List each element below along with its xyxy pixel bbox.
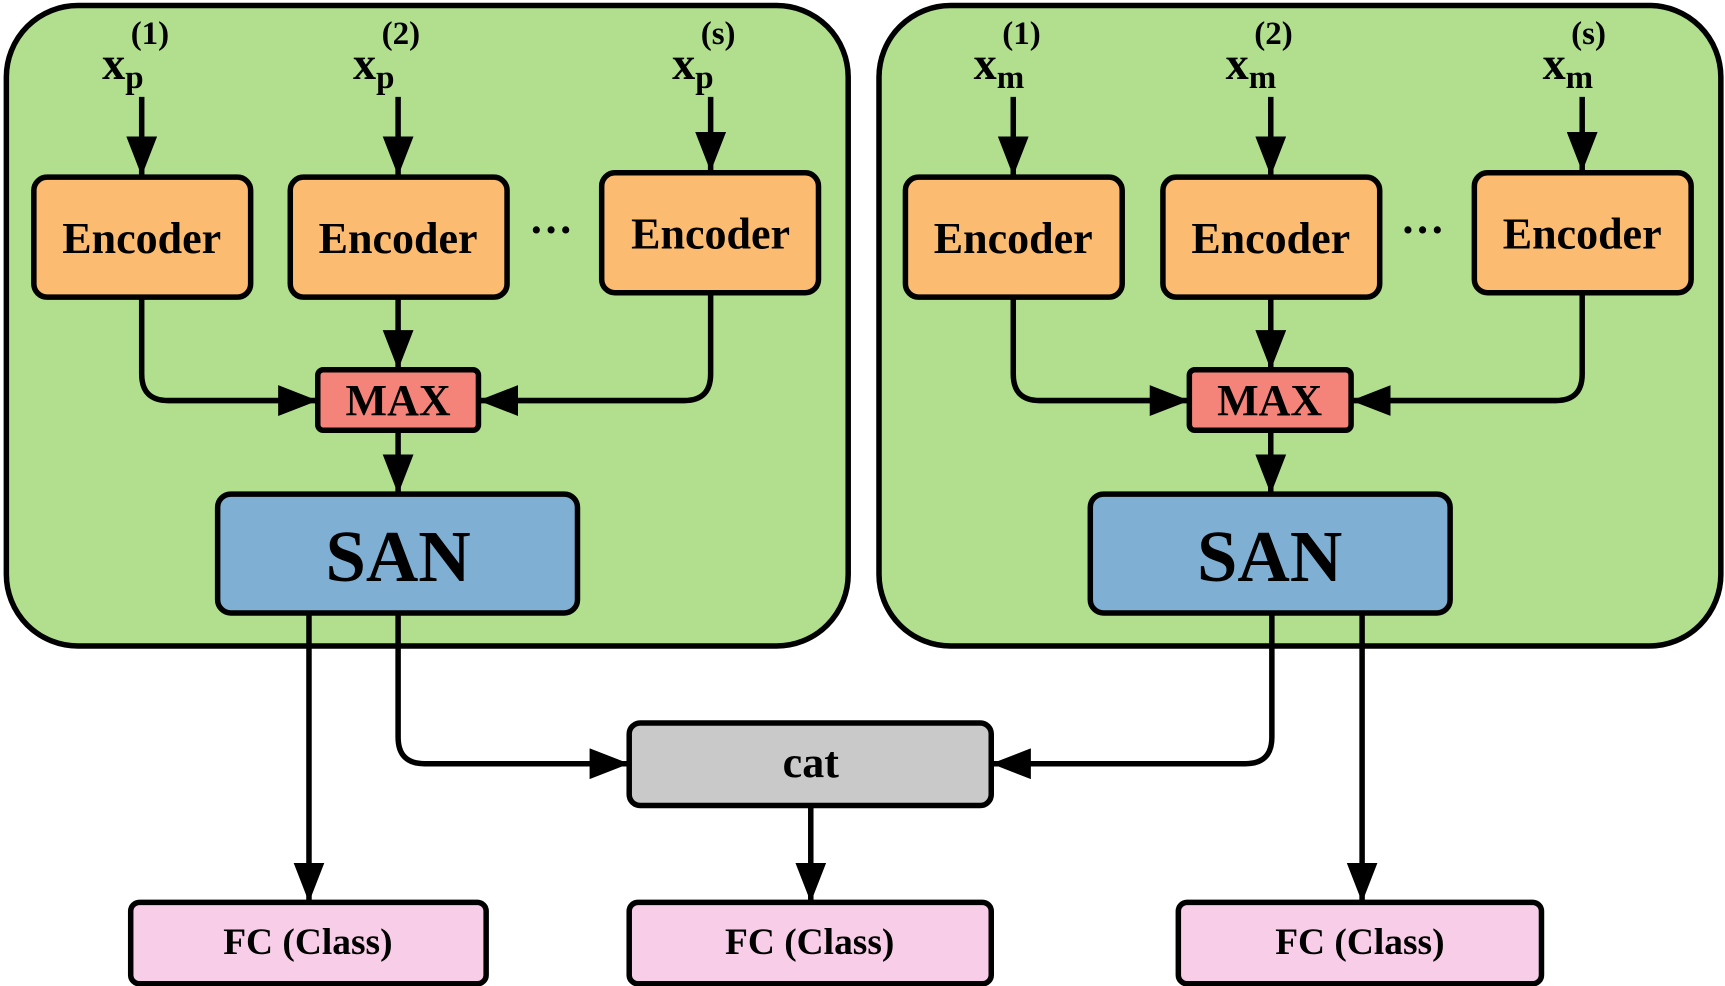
fc-box-right: FC (Class) (1175, 899, 1545, 986)
left-ellipsis: ··· (529, 205, 573, 254)
right-panel: xm(1) xm(2) xm(s) Encoder Encoder ··· En… (876, 2, 1724, 649)
right-encoder-1-to-max (1010, 297, 1190, 416)
left-input-1: xp(1) (102, 16, 169, 96)
right-max-box: MAX (1186, 366, 1354, 434)
fc-left-label: FC (Class) (223, 922, 392, 963)
right-encoder-3: Encoder (1471, 170, 1694, 296)
left-encoder-1-label: Encoder (62, 214, 221, 263)
left-san-label: SAN (325, 516, 470, 597)
left-san-box: SAN (214, 491, 581, 616)
right-input-2: xm(2) (1226, 16, 1293, 96)
right-encoder-3-to-max (1351, 292, 1585, 416)
right-san-label: SAN (1197, 516, 1342, 597)
fc-box-left: FC (Class) (127, 899, 489, 986)
right-panel-background (876, 2, 1724, 649)
left-encoder-3-label: Encoder (631, 210, 790, 259)
left-san-to-cat (395, 612, 630, 780)
left-encoder-2: Encoder (287, 174, 510, 300)
fc-center-label: FC (Class) (725, 922, 894, 963)
left-max-label: MAX (346, 376, 451, 425)
left-max-box: MAX (315, 366, 482, 434)
right-san-box: SAN (1087, 491, 1453, 616)
left-encoder-3-to-max (478, 292, 714, 416)
right-encoder-3-label: Encoder (1503, 210, 1662, 259)
right-encoder-2-label: Encoder (1191, 214, 1350, 263)
left-panel-background (3, 2, 851, 649)
left-input-2: xp(2) (353, 16, 420, 96)
left-encoder-1: Encoder (31, 174, 254, 300)
right-max-label: MAX (1217, 376, 1322, 425)
left-encoder-1-to-max (138, 297, 318, 416)
left-encoder-3: Encoder (598, 170, 822, 296)
fc-box-center: FC (Class) (626, 899, 995, 986)
right-input-3: xm(s) (1543, 16, 1606, 96)
cat-box: cat (626, 720, 995, 809)
left-panel: xp(1) xp(2) xp(s) Encoder Encoder ··· En… (3, 2, 851, 649)
right-input-1: xm(1) (974, 16, 1041, 96)
right-san-to-cat (991, 612, 1275, 780)
right-encoder-1-label: Encoder (934, 214, 1093, 263)
right-ellipsis: ··· (1401, 205, 1445, 254)
right-encoder-2: Encoder (1160, 174, 1383, 300)
right-encoder-1: Encoder (902, 174, 1125, 300)
fc-right-label: FC (Class) (1275, 922, 1444, 963)
left-encoder-2-label: Encoder (319, 214, 478, 263)
left-input-3: xp(s) (672, 16, 735, 96)
cat-label: cat (783, 738, 840, 787)
